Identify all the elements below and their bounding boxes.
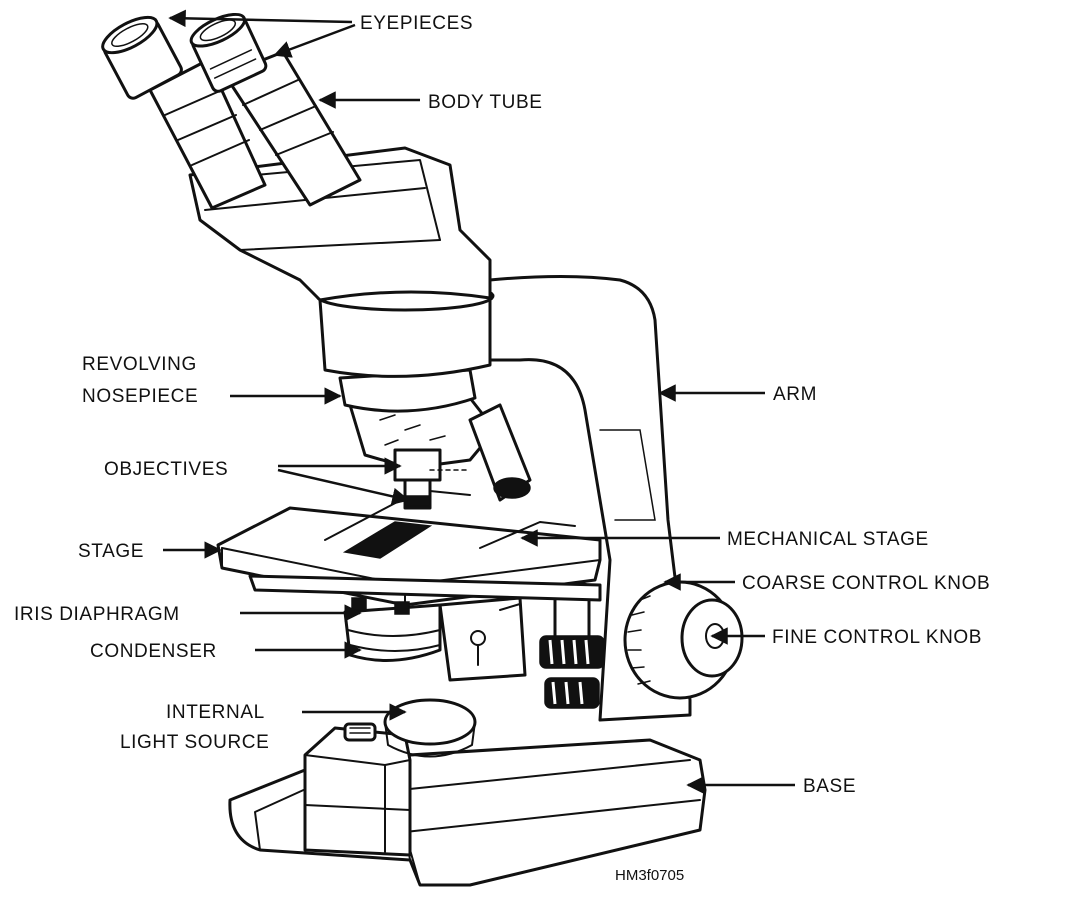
- label-eyepieces-text: EYEPIECES: [360, 13, 473, 34]
- label-revolving-nosepiece-line1: REVOLVING: [82, 354, 197, 375]
- label-condenser: CONDENSER: [90, 641, 360, 662]
- label-internal-light-source-line2: LIGHT SOURCE: [120, 732, 269, 753]
- label-objectives-text: OBJECTIVES: [104, 459, 228, 480]
- label-internal-light-source-line1: INTERNAL: [166, 702, 265, 723]
- label-objectives: OBJECTIVES: [104, 459, 408, 500]
- label-revolving-nosepiece: REVOLVING NOSEPIECE: [82, 354, 340, 407]
- label-stage: STAGE: [78, 541, 220, 562]
- label-body-tube-text: BODY TUBE: [428, 92, 543, 113]
- label-revolving-nosepiece-line2: NOSEPIECE: [82, 386, 198, 407]
- label-base-text: BASE: [803, 776, 856, 797]
- label-iris-diaphragm-text: IRIS DIAPHRAGM: [14, 604, 180, 625]
- label-fine-control-knob-text: FINE CONTROL KNOB: [772, 627, 982, 648]
- figure-code: HM3f0705: [615, 867, 684, 884]
- microscope-drawing: [98, 8, 742, 885]
- label-arm: ARM: [660, 384, 817, 405]
- label-body-tube: BODY TUBE: [320, 92, 543, 113]
- label-mechanical-stage-text: MECHANICAL STAGE: [727, 529, 929, 550]
- label-arm-text: ARM: [773, 384, 817, 405]
- focus-knobs: [625, 582, 742, 698]
- label-stage-text: STAGE: [78, 541, 144, 562]
- label-fine-control-knob: FINE CONTROL KNOB: [712, 627, 982, 648]
- label-coarse-control-knob-text: COARSE CONTROL KNOB: [742, 573, 990, 594]
- label-coarse-control-knob: COARSE CONTROL KNOB: [665, 573, 990, 594]
- label-base: BASE: [688, 776, 856, 797]
- base-shape: [230, 740, 705, 885]
- condenser-assembly: [345, 598, 525, 680]
- lamp-housing: [305, 724, 410, 855]
- label-condenser-text: CONDENSER: [90, 641, 217, 662]
- label-iris-diaphragm: IRIS DIAPHRAGM: [14, 604, 360, 625]
